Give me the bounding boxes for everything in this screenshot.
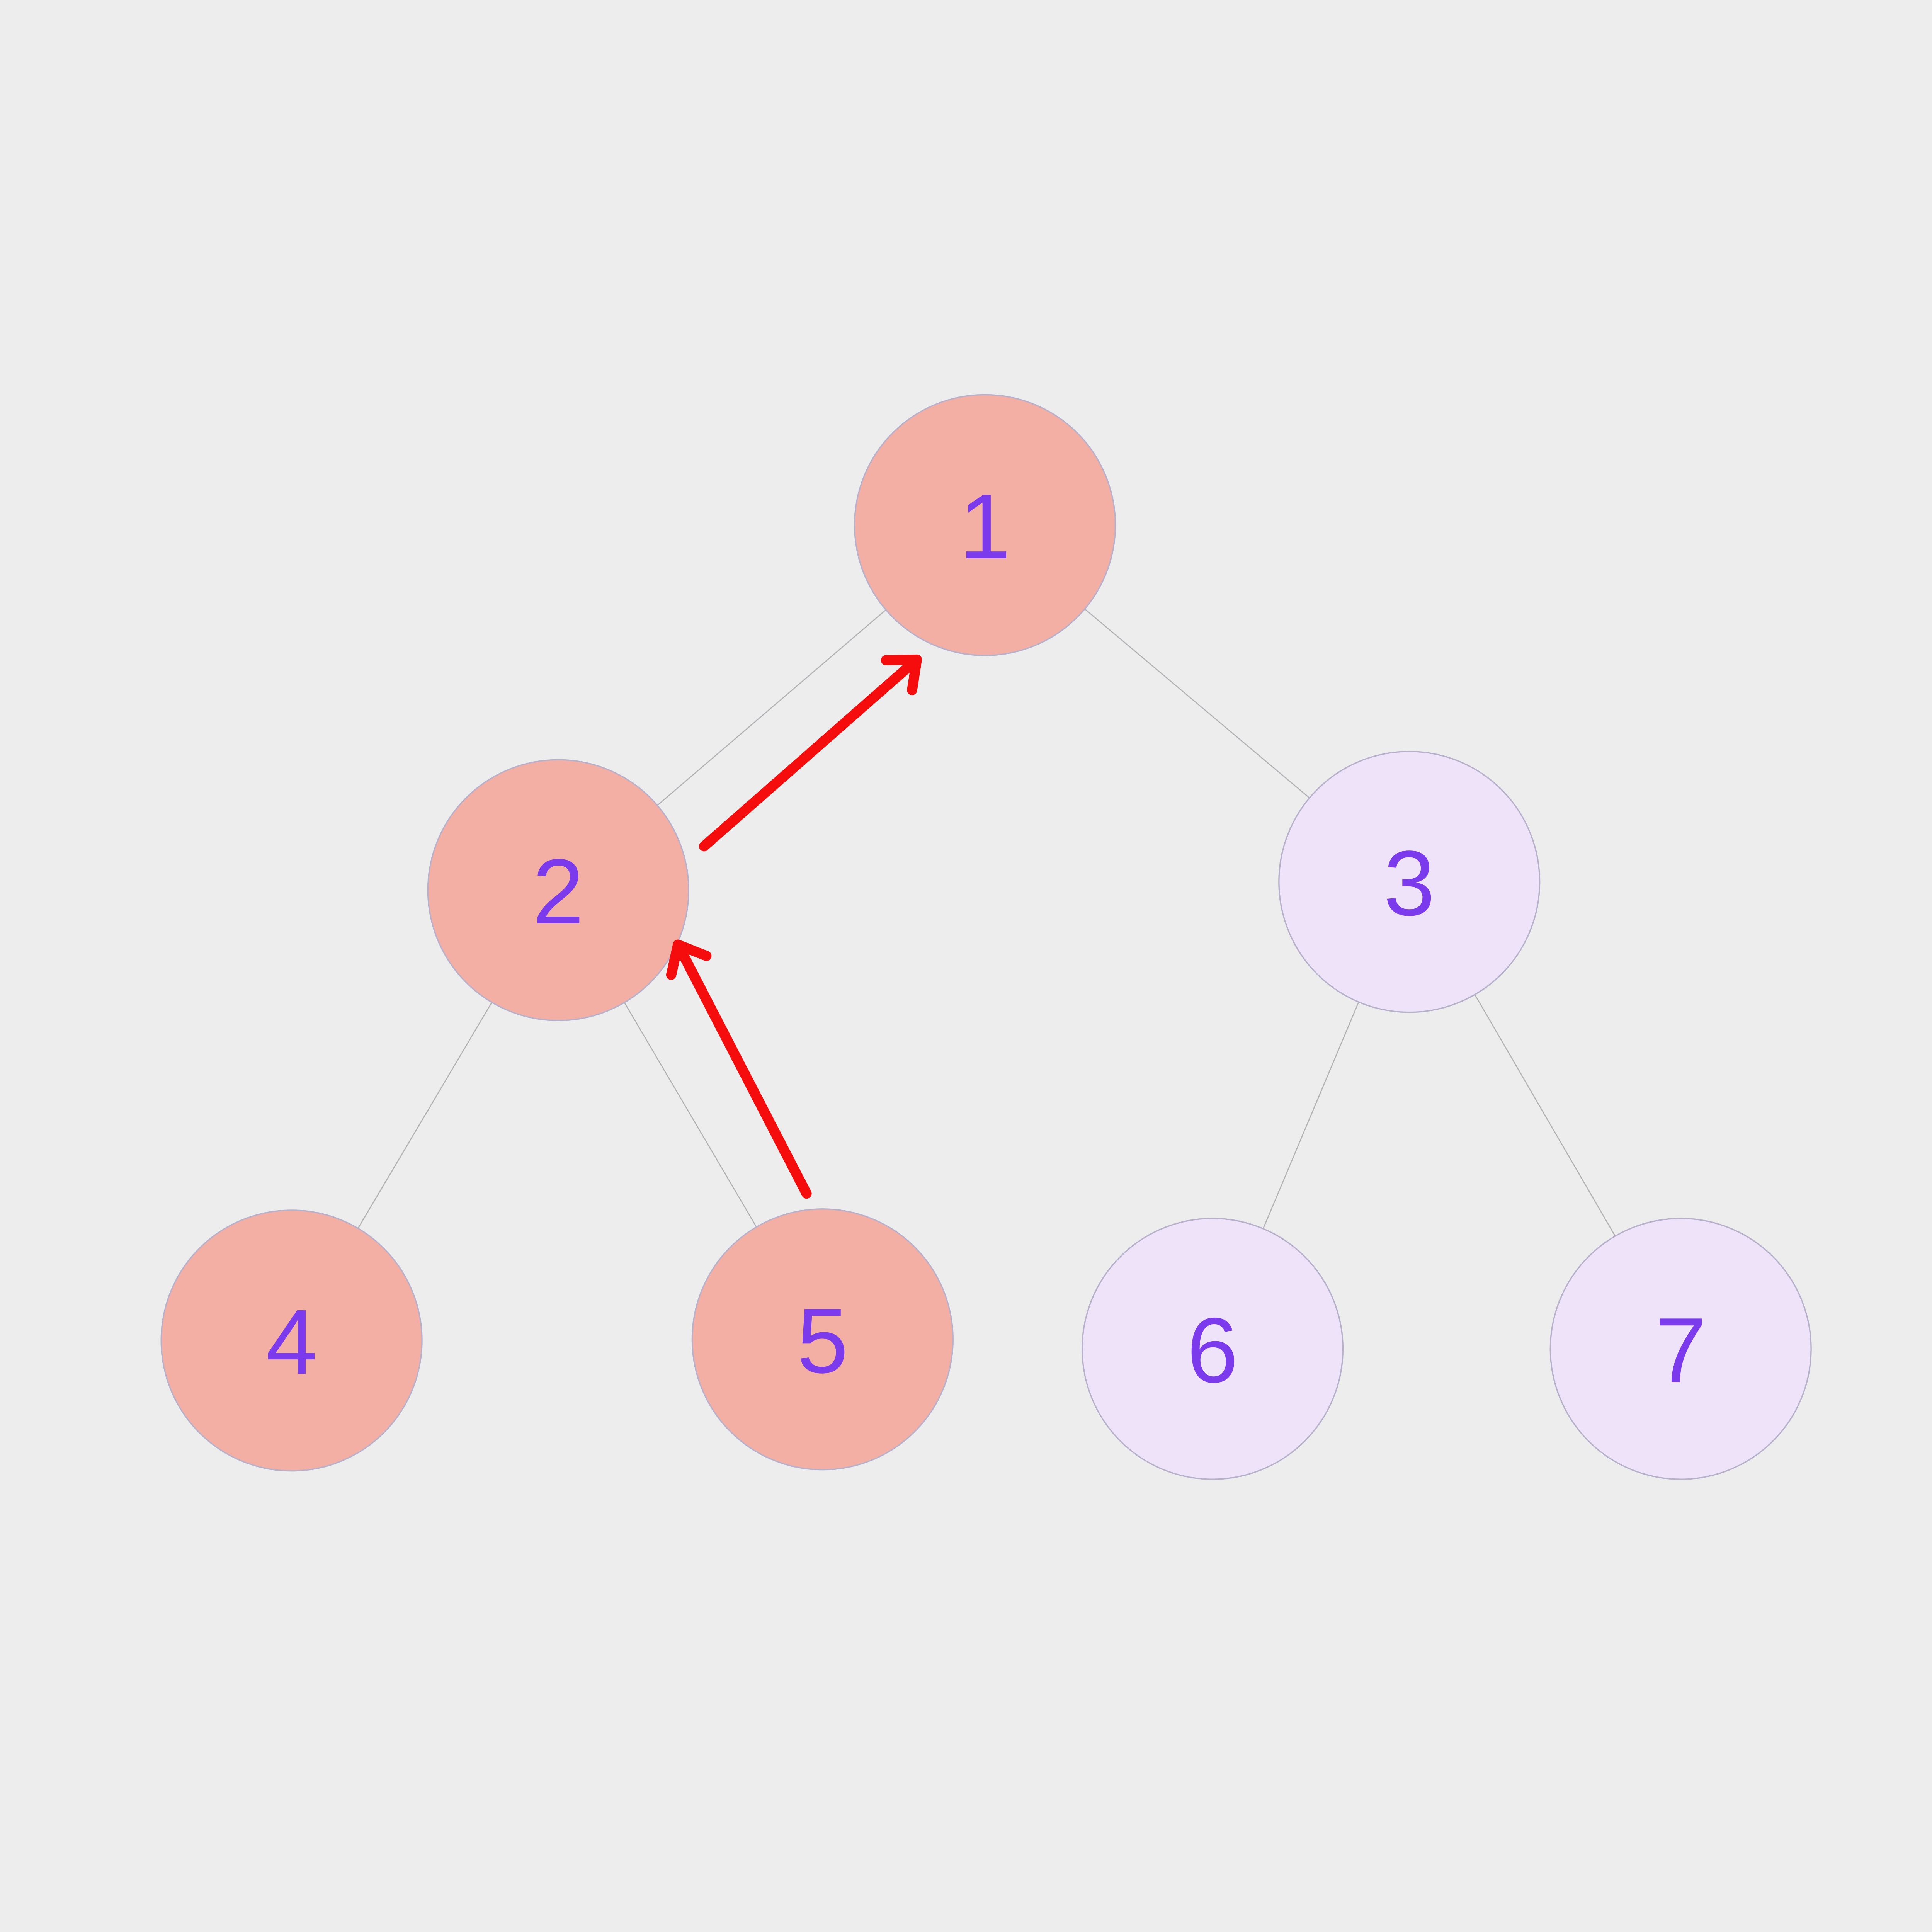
node-6-circle[interactable]: [1081, 1218, 1344, 1480]
tree-nodes: [160, 394, 1812, 1480]
arrow-5-to-2-shaft: [673, 939, 812, 1199]
node-1-circle[interactable]: [854, 394, 1116, 656]
tree-node-7[interactable]: [1549, 1218, 1812, 1480]
node-2-label: 2: [532, 840, 584, 943]
node-labels: 1 2 3 4 5 6 7: [266, 474, 1706, 1402]
node-3-label: 3: [1384, 831, 1435, 935]
traversal-arrow-5-to-2: [666, 939, 812, 1199]
node-4-circle[interactable]: [160, 1209, 423, 1472]
node-5-label: 5: [797, 1289, 848, 1392]
canvas-background: [0, 82, 1932, 1850]
arrow-2-to-1-shaft: [699, 654, 922, 852]
tree-node-1[interactable]: [854, 394, 1116, 656]
node-1-label: 1: [959, 474, 1011, 578]
traversal-arrow-2-to-1: [699, 654, 922, 852]
node-7-circle[interactable]: [1549, 1218, 1812, 1480]
tree-node-5[interactable]: [691, 1208, 954, 1471]
node-5-circle[interactable]: [691, 1208, 954, 1471]
tree-node-2[interactable]: [427, 759, 689, 1021]
node-4-label: 4: [266, 1290, 317, 1393]
arrow-2-to-1-head: [881, 654, 922, 696]
tree-node-3[interactable]: [1278, 751, 1541, 1013]
node-6-label: 6: [1187, 1298, 1238, 1402]
tree-node-6[interactable]: [1081, 1218, 1344, 1480]
node-2-circle[interactable]: [427, 759, 689, 1021]
node-3-circle[interactable]: [1278, 751, 1541, 1013]
node-7-label: 7: [1655, 1298, 1706, 1402]
tree-node-4[interactable]: [160, 1209, 423, 1472]
arrow-5-to-2-head: [666, 939, 712, 980]
traversal-arrows: [666, 654, 922, 1199]
